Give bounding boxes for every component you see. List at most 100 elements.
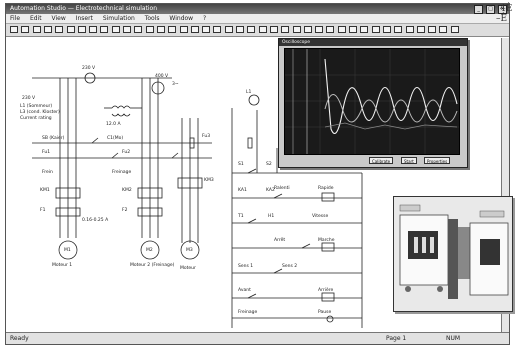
- menu-help[interactable]: ?: [203, 15, 207, 22]
- menu-tools[interactable]: Tools: [144, 15, 160, 22]
- oscilloscope-window[interactable]: Oscilloscope Calibrate Start Properties: [278, 38, 468, 168]
- toolbar-button[interactable]: [202, 26, 211, 33]
- toolbar-button[interactable]: [428, 26, 437, 33]
- label-f1: F1: [40, 208, 46, 213]
- toolbar-button[interactable]: [111, 26, 120, 33]
- vertical-scrollbar[interactable]: [501, 38, 509, 332]
- status-text: Ready: [10, 335, 29, 342]
- toolbar-button[interactable]: [247, 26, 256, 33]
- label-arriere: Arrière: [318, 288, 334, 293]
- toolbar-button[interactable]: [236, 26, 244, 33]
- label-fu2: Fu2: [122, 150, 131, 155]
- label-rapide: Rapide: [318, 186, 334, 191]
- toolbar-button[interactable]: [382, 26, 391, 33]
- toolbar-button[interactable]: [190, 26, 199, 33]
- label-c1: C1(Mo): [107, 136, 124, 141]
- label-3ph: 3~: [172, 82, 179, 87]
- label-overload: 0.16-0.25 A: [82, 218, 109, 223]
- minimize-button[interactable]: _: [474, 5, 484, 14]
- label-fu3: Fu3: [202, 134, 211, 139]
- label-sens-1: Sens 1: [238, 264, 254, 269]
- toolbar-button[interactable]: [416, 26, 425, 33]
- menu-insert[interactable]: Insert: [75, 15, 93, 22]
- label-km1: KM1: [40, 188, 50, 193]
- toolbar-button[interactable]: [21, 26, 30, 33]
- label-m3: M3: [186, 248, 193, 253]
- contactor-illustration: [394, 197, 512, 311]
- toolbar-button[interactable]: [292, 26, 301, 33]
- label-ka1: KA1: [238, 188, 247, 193]
- title-bar: Automation Studio — Electrotechnical sim…: [6, 4, 509, 14]
- label-current: Current rating: [20, 116, 52, 121]
- toolbar-button[interactable]: [405, 26, 414, 33]
- status-num: NUM: [446, 335, 461, 342]
- label-voltage-2: 230 V: [82, 66, 96, 71]
- toolbar-button[interactable]: [315, 26, 324, 33]
- toolbar-button[interactable]: [156, 26, 165, 33]
- label-avant: Avant: [238, 288, 251, 293]
- label-voltage-3: 400 V: [155, 74, 169, 79]
- label-motor-3: Moteur: [180, 266, 196, 271]
- menu-view[interactable]: View: [51, 15, 66, 22]
- label-voltage-1: 230 V: [22, 96, 36, 101]
- label-l1: L1 (Sommeur): [20, 104, 53, 109]
- toolbar-button[interactable]: [43, 26, 52, 33]
- menu-file[interactable]: File: [10, 15, 21, 22]
- menu-edit[interactable]: Edit: [29, 15, 42, 22]
- label-pause: Pause: [318, 310, 332, 315]
- toolbar-button[interactable]: [326, 26, 335, 33]
- toolbar-button[interactable]: [168, 26, 177, 33]
- toolbar-button[interactable]: [77, 26, 86, 33]
- toolbar-button[interactable]: [281, 26, 290, 33]
- start-button[interactable]: Start: [401, 157, 417, 164]
- toolbar-button[interactable]: [269, 26, 278, 33]
- toolbar-button[interactable]: [213, 26, 222, 33]
- maximize-button[interactable]: □: [486, 5, 496, 14]
- toolbar-button[interactable]: [145, 26, 154, 33]
- toolbar-button[interactable]: [450, 26, 459, 33]
- toolbar-button[interactable]: [66, 26, 75, 33]
- toolbar: [6, 24, 509, 37]
- toolbar-button[interactable]: [337, 26, 346, 33]
- toolbar-button[interactable]: [55, 26, 64, 33]
- label-rating: 12.0 A: [106, 122, 121, 127]
- toolbar-button[interactable]: [439, 26, 448, 33]
- toolbar-button[interactable]: [10, 26, 18, 33]
- label-l3: L3 (cond. Kloster): [20, 110, 60, 115]
- label-l1-ctrl: L1: [246, 90, 252, 95]
- toolbar-button[interactable]: [349, 26, 357, 33]
- label-frein: Frein: [42, 170, 53, 175]
- menu-bar: File Edit View Insert Simulation Tools W…: [6, 14, 509, 24]
- toolbar-button[interactable]: [360, 26, 369, 33]
- label-s1: S1: [238, 162, 244, 167]
- oscilloscope-title: Oscilloscope: [279, 39, 467, 46]
- close-button[interactable]: ×: [498, 5, 507, 14]
- properties-button[interactable]: Properties: [424, 157, 451, 164]
- schematic-drawing: [32, 72, 363, 328]
- calibrate-button[interactable]: Calibrate: [369, 157, 394, 164]
- contactor-photo: [393, 196, 513, 312]
- toolbar-button[interactable]: [89, 26, 98, 33]
- waveform-display: [285, 49, 459, 154]
- corner-mark-top: 4È: [500, 4, 513, 14]
- toolbar-button[interactable]: [303, 26, 312, 33]
- menu-simulation[interactable]: Simulation: [102, 15, 135, 22]
- label-vitesse: Vitesse: [312, 214, 329, 219]
- toolbar-button[interactable]: [100, 26, 109, 33]
- menu-window[interactable]: Window: [169, 15, 194, 22]
- label-freinage-ctrl: Freinage: [238, 310, 258, 315]
- toolbar-button[interactable]: [371, 26, 380, 33]
- toolbar-button[interactable]: [258, 26, 267, 33]
- label-m2: M2: [146, 248, 153, 253]
- status-page: Page 1: [386, 335, 407, 342]
- toolbar-button[interactable]: [32, 26, 41, 33]
- label-h1: H1: [268, 214, 275, 219]
- toolbar-button[interactable]: [224, 26, 233, 33]
- toolbar-button[interactable]: [134, 26, 143, 33]
- toolbar-button[interactable]: [179, 26, 188, 33]
- toolbar-button[interactable]: [394, 26, 403, 33]
- label-motor-1: Moteur 1: [52, 263, 73, 268]
- label-freinage: Freinage: [112, 170, 132, 175]
- toolbar-button[interactable]: [123, 26, 131, 33]
- label-ka2: KA2: [266, 188, 275, 193]
